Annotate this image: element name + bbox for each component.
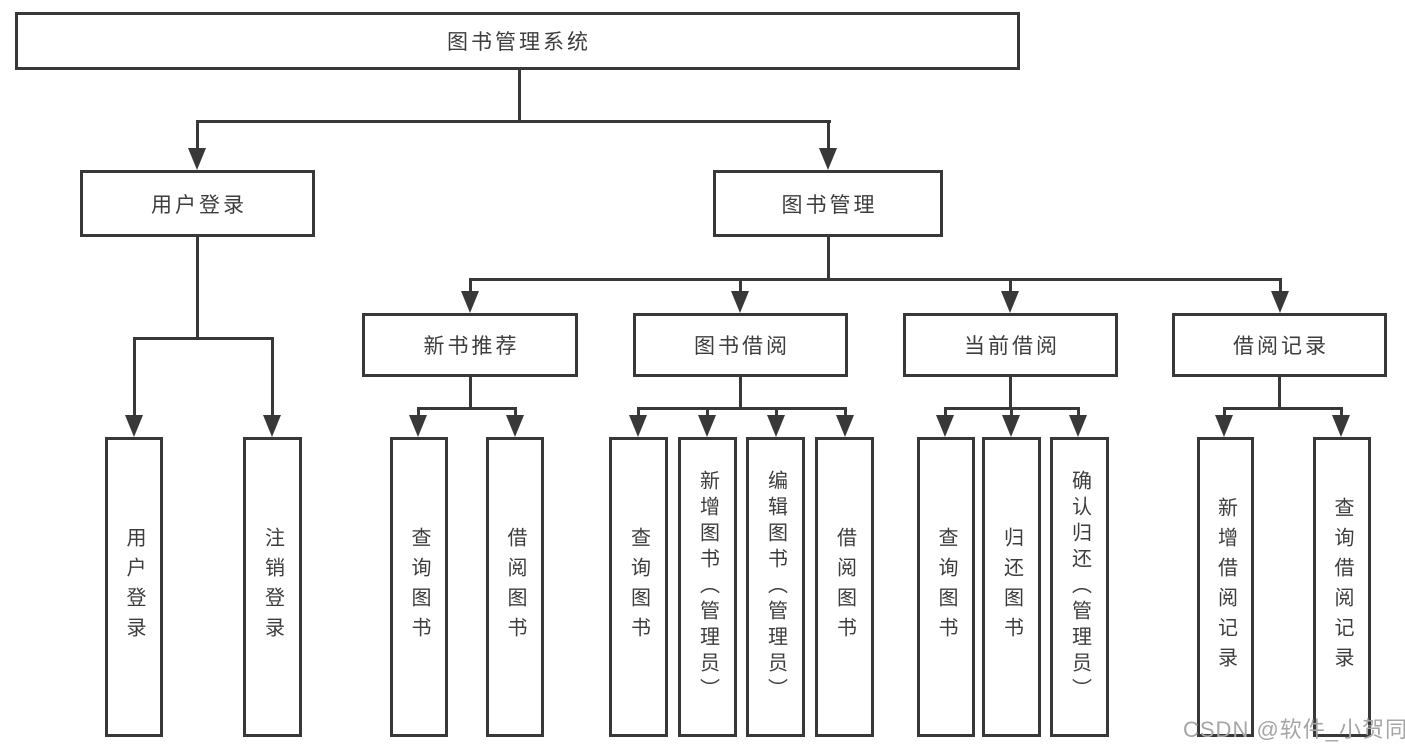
connector-to-borrow-records	[1279, 278, 1282, 295]
arrow-to-book-management-icon	[819, 148, 837, 170]
leaf-borrow-edit-books-admin: 编辑图书（管理员）	[746, 437, 805, 737]
arrow-to-current-return-icon	[1002, 415, 1020, 437]
arrow-to-records-add-icon	[1215, 415, 1233, 437]
connector-current-stem	[1009, 377, 1012, 407]
leaf-borrow-add-books-admin: 新增图书（管理员）	[678, 437, 737, 737]
leaf-records-query-record: 查询借阅记录	[1313, 437, 1371, 737]
connector-login-split	[133, 337, 274, 340]
arrow-to-records-query-icon	[1332, 415, 1350, 437]
leaf-recommend-query-books: 查询图书	[390, 437, 448, 737]
node-current-borrow: 当前借阅	[903, 313, 1118, 377]
connector-to-login-leaf	[133, 337, 136, 417]
arrow-to-recommend-borrow-icon	[506, 415, 524, 437]
arrow-to-book-borrow-icon	[731, 291, 749, 313]
arrow-to-login-leaf-icon	[125, 415, 143, 437]
leaf-user-login: 用户登录	[105, 437, 163, 737]
arrow-to-borrow-add-icon	[698, 415, 716, 437]
connector-root-split	[196, 120, 831, 123]
connector-recommend-split	[417, 407, 517, 410]
connector-borrow-stem	[739, 377, 742, 407]
arrow-to-borrow-edit-icon	[767, 415, 785, 437]
connector-to-book-management	[827, 120, 830, 152]
leaf-current-confirm-return-admin: 确认归还（管理员）	[1050, 437, 1109, 737]
connector-to-borrow-query	[637, 407, 640, 417]
connector-to-borrow-edit	[775, 407, 778, 417]
arrow-to-borrow-borrow-icon	[836, 415, 854, 437]
node-borrow-records: 借阅记录	[1172, 313, 1387, 377]
connector-to-borrow-borrow	[844, 407, 847, 417]
connector-records-split	[1223, 407, 1343, 410]
connector-to-user-login	[196, 120, 199, 152]
node-book-management: 图书管理	[713, 170, 943, 237]
connector-to-borrow-add	[706, 407, 709, 417]
node-user-login: 用户登录	[80, 170, 315, 237]
connector-to-records-add	[1223, 407, 1226, 417]
node-book-borrow: 图书借阅	[633, 313, 848, 377]
arrow-to-current-borrow-icon	[1001, 291, 1019, 313]
connector-to-recommend-borrow	[514, 407, 517, 417]
connector-root-stem	[518, 70, 521, 120]
leaf-recommend-borrow-books: 借阅图书	[486, 437, 544, 737]
connector-recommend-stem	[469, 377, 472, 407]
connector-to-new-book	[469, 278, 472, 295]
csdn-watermark: CSDN @软件_小贺同学	[1183, 717, 1405, 742]
connector-login-stem	[196, 237, 199, 337]
arrow-to-borrow-query-icon	[629, 415, 647, 437]
leaf-records-add-record: 新增借阅记录	[1197, 437, 1254, 737]
connector-borrow-split	[637, 407, 847, 410]
connector-management-split	[469, 278, 1281, 281]
connector-management-stem	[827, 237, 830, 278]
connector-records-stem	[1278, 377, 1281, 407]
connector-to-book-borrow	[739, 278, 742, 295]
leaf-current-query-books: 查询图书	[917, 437, 975, 737]
node-library-management-system: 图书管理系统	[15, 12, 1020, 70]
connector-to-current-query	[944, 407, 947, 417]
arrow-to-logout-leaf-icon	[263, 415, 281, 437]
arrow-to-borrow-records-icon	[1271, 291, 1289, 313]
leaf-logout: 注销登录	[243, 437, 302, 737]
arrow-to-current-query-icon	[936, 415, 954, 437]
connector-to-current-confirm	[1077, 407, 1080, 417]
leaf-borrow-borrow-books: 借阅图书	[815, 437, 874, 737]
connector-to-current-return	[1010, 407, 1013, 417]
arrow-to-new-book-icon	[461, 291, 479, 313]
connector-to-logout-leaf	[271, 337, 274, 417]
arrow-to-recommend-query-icon	[409, 415, 427, 437]
node-new-book-recommend: 新书推荐	[362, 313, 578, 377]
leaf-current-return-books: 归还图书	[982, 437, 1041, 737]
connector-to-records-query	[1340, 407, 1343, 417]
arrow-to-user-login-icon	[188, 148, 206, 170]
arrow-to-current-confirm-icon	[1069, 415, 1087, 437]
connector-to-recommend-query	[417, 407, 420, 417]
leaf-borrow-query-books: 查询图书	[609, 437, 668, 737]
connector-to-current-borrow	[1009, 278, 1012, 295]
